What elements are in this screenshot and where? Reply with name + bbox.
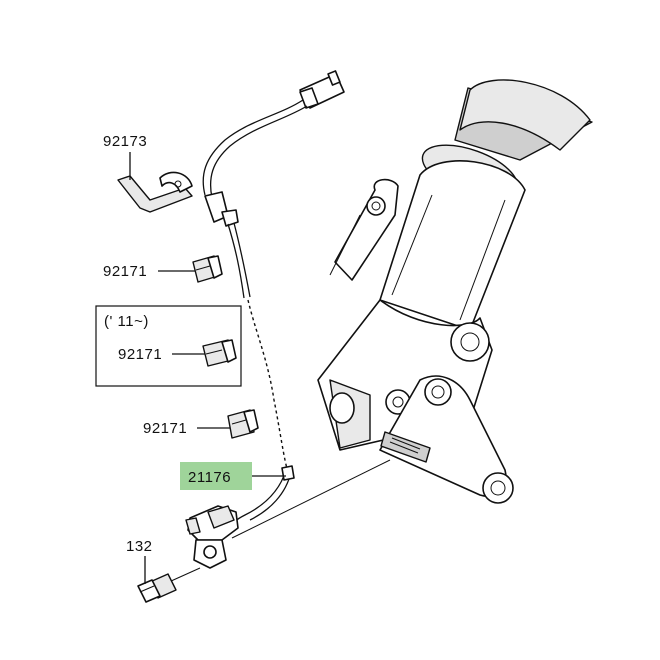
clip-92171-a [192,255,223,283]
callout-21176: 21176 [180,462,286,490]
highlight-21176 [180,462,252,490]
label-92171-c: 92171 [143,420,187,437]
bolt-132 [137,567,201,603]
clamp-92173 [117,171,193,213]
callout-132: 132 [126,538,153,584]
label-132: 132 [126,538,153,555]
front-fork-assembly [317,79,593,504]
clip-92171-c [227,409,259,439]
wheel-speed-sensor [185,505,239,569]
sensor-cable [202,70,391,539]
version-box: (' 11~) 92171 [95,305,242,387]
callout-92173: 92173 [103,133,147,180]
label-92171-b: 92171 [118,346,162,363]
label-92171-a: 92171 [103,263,147,280]
callout-92171-c: 92171 [143,420,230,437]
version-note: (' 11~) [104,313,149,330]
label-21176: 21176 [188,469,231,486]
label-92173: 92173 [103,133,147,150]
callout-92171-a: 92171 [103,263,195,280]
clip-92171-b [202,339,237,367]
